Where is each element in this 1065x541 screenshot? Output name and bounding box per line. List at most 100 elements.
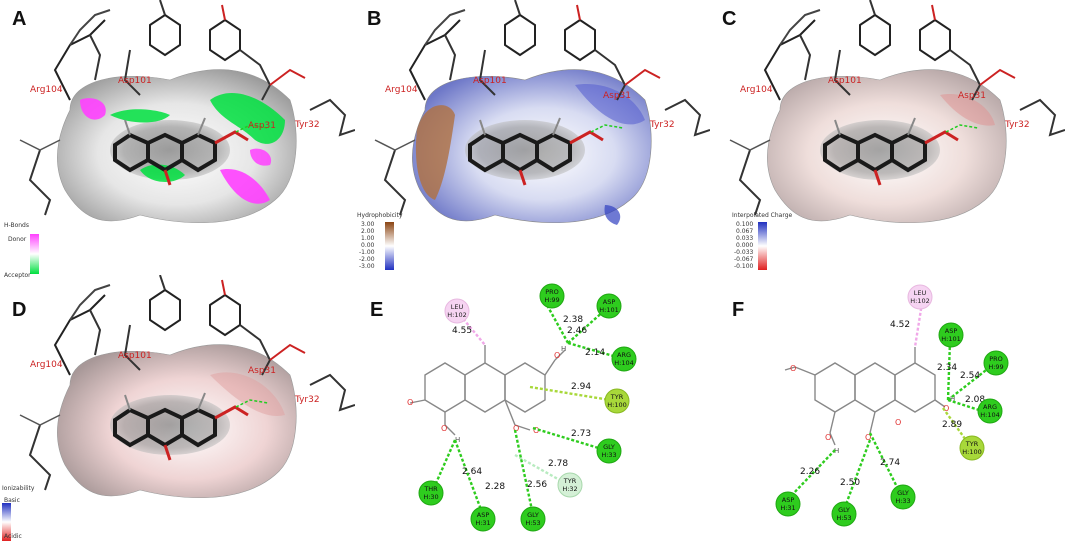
surface-view-a: Arg104 Asp101 Asp31 Tyr32 <box>18 0 355 224</box>
svg-text:ASP: ASP <box>945 327 958 335</box>
svg-text:H:33: H:33 <box>895 497 910 505</box>
panel-label-d: D <box>12 299 27 321</box>
distance-label: 2.26 <box>800 467 820 477</box>
distance-label: 2.08 <box>965 395 985 405</box>
distance-label: 2.50 <box>840 478 860 488</box>
svg-text:TYR: TYR <box>965 440 979 448</box>
svg-text:H:53: H:53 <box>525 519 540 527</box>
distance-label: 2.89 <box>942 420 962 430</box>
oxygen-atom: O <box>513 424 519 433</box>
distance-label: 2.14 <box>585 348 605 358</box>
oxygen-atom: O <box>825 433 831 442</box>
legend-gradient-bar <box>2 503 11 541</box>
hbond-line <box>545 304 570 344</box>
surface-view-c: Arg104 Asp101 Asp31 Tyr32 <box>728 0 1065 224</box>
legend-ionizability: Ionizability Basic Acidic <box>0 485 60 541</box>
surface-view-b: Arg104 Asp101 Asp31 Tyr32 <box>373 0 710 225</box>
oxygen-atom: O <box>790 364 796 373</box>
residue-label: Asp31 <box>958 91 986 101</box>
distance-label: 2.78 <box>548 459 568 469</box>
oxygen-atom: O <box>895 418 901 427</box>
svg-text:PRO: PRO <box>989 355 1003 363</box>
hbond-line <box>947 398 983 413</box>
panel-label-f: F <box>732 299 745 321</box>
hbond-line <box>868 432 902 494</box>
panel-d: D Arg104 Asp101 Asp31 Tyr32 Ionizability… <box>0 275 355 541</box>
hbond-line <box>431 439 457 491</box>
svg-text:H:32: H:32 <box>562 485 577 493</box>
residue-label: Tyr32 <box>294 120 320 130</box>
svg-text:ASP: ASP <box>603 298 616 306</box>
svg-text:H:102: H:102 <box>910 297 929 305</box>
svg-text:H:101: H:101 <box>599 306 618 314</box>
svg-text:TYR: TYR <box>563 477 577 485</box>
svg-text:H:33: H:33 <box>601 451 616 459</box>
svg-text:H:99: H:99 <box>988 363 1003 371</box>
oxygen-atom: O <box>407 398 413 407</box>
residue-label: Asp31 <box>248 121 276 131</box>
svg-text:PRO: PRO <box>545 288 559 296</box>
oxygen-atom: O <box>533 426 539 435</box>
atom-label: H <box>561 345 566 353</box>
svg-text:GLY: GLY <box>527 511 539 519</box>
svg-text:ARG: ARG <box>983 403 997 411</box>
svg-text:H:104: H:104 <box>980 411 999 419</box>
hydrophilic-patch <box>575 84 645 125</box>
pi-donor-line <box>529 385 611 402</box>
hbond-line <box>453 439 485 516</box>
distance-label: 2.38 <box>563 315 583 325</box>
legend-hbonds: H-Bonds Donor Acceptor <box>0 222 60 279</box>
distance-label: 2.73 <box>571 429 591 439</box>
svg-text:ARG: ARG <box>617 351 631 359</box>
svg-text:H:99: H:99 <box>544 296 559 304</box>
distance-label: 2.74 <box>880 458 900 468</box>
legend-tick: -0.033 <box>734 249 754 256</box>
heteroatoms: O O O O O <box>407 351 560 435</box>
carbon-hbond-line <box>514 453 566 485</box>
interaction-diagram-e: O O O O O H H 4.55 2.38 2.46 2.14 2. <box>407 283 637 532</box>
distance-label: 4.52 <box>890 320 910 330</box>
residue-label: Asp101 <box>118 351 152 361</box>
legend-title: Ionizability <box>2 485 35 492</box>
ligand-2d-structure <box>409 345 566 436</box>
interaction-lines <box>431 304 618 516</box>
residue-label: Arg104 <box>385 85 418 95</box>
oxygen-atom: O <box>441 424 447 433</box>
heteroatoms: O O O O O <box>790 364 949 442</box>
hbond-line <box>513 429 535 516</box>
panel-a: A Arg104 Asp101 Asp31 Tyr32 H-Bonds Dono… <box>0 0 355 279</box>
donor-patch <box>220 169 270 204</box>
residue-label: Arg104 <box>740 85 773 95</box>
legend-bottom-label: Acceptor <box>4 272 31 279</box>
legend-tick: -3.00 <box>359 263 375 270</box>
svg-text:H:31: H:31 <box>475 519 490 527</box>
acidic-patch <box>210 372 285 416</box>
donor-patch <box>80 98 106 120</box>
residue-label: Asp101 <box>828 76 862 86</box>
svg-text:H:30: H:30 <box>423 493 438 501</box>
svg-text:H:104: H:104 <box>614 359 633 367</box>
hbond-line <box>567 309 606 344</box>
legend-gradient-bar <box>758 222 767 270</box>
residue-label: Asp31 <box>248 366 276 376</box>
svg-text:H:53: H:53 <box>836 514 851 522</box>
atom-label: H <box>455 436 460 444</box>
distance-labels: 4.52 2.34 2.54 2.08 2.89 2.26 2.50 2.74 <box>800 320 985 488</box>
interaction-diagram-f: O O O O O H H 4.52 2.34 2.54 2.08 2.89 2… <box>775 284 1009 527</box>
svg-text:LEU: LEU <box>914 289 927 297</box>
charge-patch <box>940 94 995 126</box>
legend-tick: 0.033 <box>736 235 754 242</box>
distance-label: 2.64 <box>462 467 482 477</box>
hydrophobic-patch <box>415 105 455 200</box>
svg-text:ASP: ASP <box>782 496 795 504</box>
legend-tick: -1.00 <box>359 249 375 256</box>
svg-text:LEU: LEU <box>451 303 464 311</box>
